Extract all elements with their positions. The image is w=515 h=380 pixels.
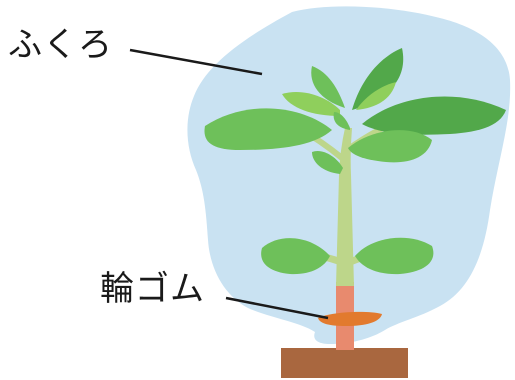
label-rubber-band: 輪ゴム (100, 269, 205, 309)
leaf-left (204, 108, 332, 150)
band-leader-line (225, 296, 329, 320)
leaf-lower-left (261, 238, 330, 275)
rubber-band (318, 311, 382, 326)
leaf-top-left (282, 91, 340, 116)
label-bag: ふくろ (8, 25, 113, 65)
bag-leader-line (129, 48, 263, 76)
leaf-top-bud (333, 112, 350, 130)
leaf-top-right-small (356, 82, 396, 110)
leaf-right-inner (348, 130, 432, 163)
leaf-top-right (352, 48, 404, 110)
leaf-right (362, 96, 506, 135)
leaf-small-left (312, 150, 343, 174)
soil (281, 348, 408, 378)
leaf-lower-right (355, 237, 434, 275)
leaf-top-center (311, 66, 345, 108)
